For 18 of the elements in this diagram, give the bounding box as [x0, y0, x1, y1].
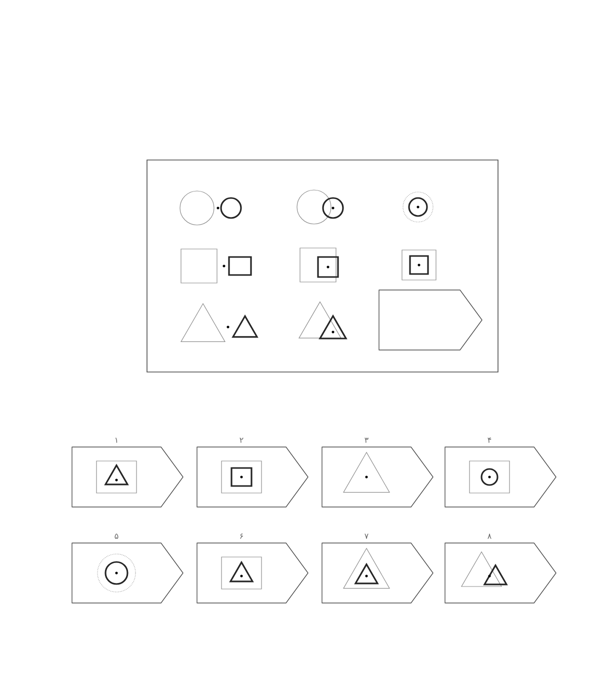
option-number: ۵: [114, 534, 118, 539]
option-number: ۲: [240, 438, 244, 443]
answer-card: [196, 446, 308, 508]
answer-card: [444, 542, 556, 604]
option-number: ۸: [488, 534, 492, 539]
answer-card: [322, 542, 434, 604]
answer-card: [444, 446, 556, 508]
option-number: ۴: [488, 438, 492, 443]
matrix-frame: [146, 160, 498, 372]
option-number: ۱: [115, 438, 118, 443]
option-number: ۳: [364, 438, 368, 443]
answer-card: [196, 542, 308, 604]
answer-card: [72, 446, 184, 508]
option-number: ۶: [240, 534, 243, 539]
answer-card: [322, 446, 434, 508]
empty-answer-slot: [378, 290, 482, 350]
option-number: ۷: [364, 534, 368, 539]
answer-card: [72, 542, 184, 604]
